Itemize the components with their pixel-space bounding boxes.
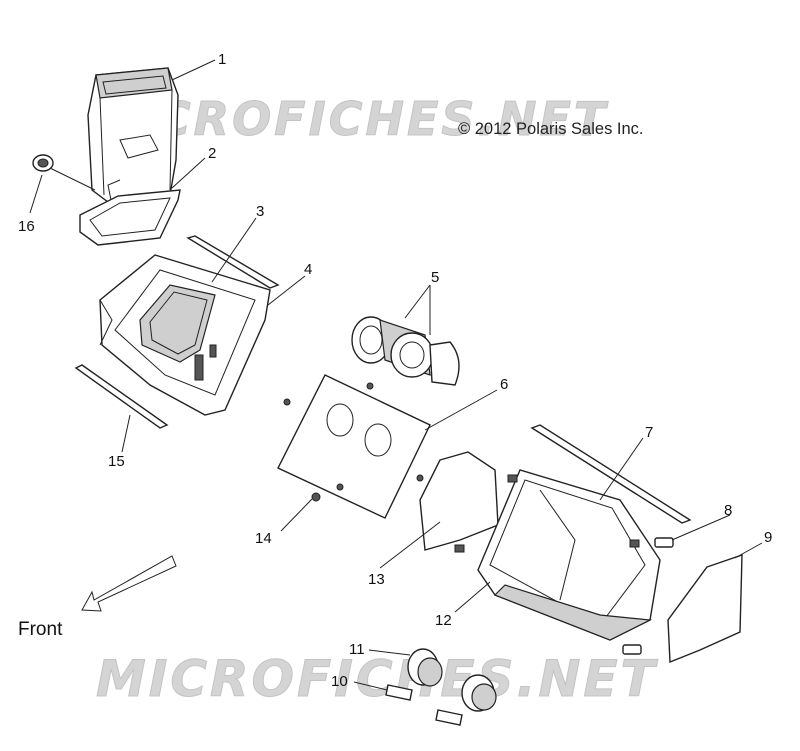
- callout-10: 10: [331, 673, 348, 690]
- callout-6: 6: [500, 376, 508, 393]
- callout-16: 16: [18, 218, 35, 235]
- part-15-seal-strip: [74, 364, 169, 429]
- part-1-intake-duct: [87, 67, 179, 206]
- callout-13: 13: [368, 571, 385, 588]
- part-6-mounting-plate: [277, 374, 431, 519]
- callout-8: 8: [724, 502, 732, 519]
- part-7-filter-element: [530, 424, 692, 524]
- part-9-side-foam: [667, 554, 743, 664]
- callout-9: 9: [764, 529, 772, 546]
- part-13-foam: [419, 451, 499, 551]
- callout-1: 1: [218, 51, 226, 68]
- callout-11: 11: [349, 641, 365, 658]
- callout-14: 14: [255, 530, 272, 547]
- front-direction-arrow: [81, 555, 177, 612]
- part-4-airbox-lid: [99, 254, 271, 416]
- callout-4: 4: [304, 261, 312, 278]
- part-12-airbox-base: [454, 469, 661, 641]
- copyright-notice: © 2012 Polaris Sales Inc.: [458, 120, 644, 138]
- part-2-gasket: [79, 189, 181, 246]
- watermark-bottom: MICROFICHES.NET: [96, 650, 658, 709]
- callout-numbers: 1 2 3 4 5 6 7 8 9 10 11 12 13 14 15 16: [18, 51, 772, 690]
- callout-12: 12: [435, 612, 452, 629]
- callout-7: 7: [645, 424, 653, 441]
- leader-lines: [29, 59, 763, 691]
- front-label: Front: [18, 619, 63, 640]
- callout-2: 2: [208, 145, 216, 162]
- part-10-clamps: [385, 684, 463, 726]
- part-5-intake-boots: [351, 316, 460, 386]
- callout-15: 15: [108, 453, 125, 470]
- callout-5: 5: [431, 269, 439, 286]
- part-3-filter-pad: [186, 235, 280, 289]
- callout-3: 3: [256, 203, 264, 220]
- part-16-clamp: [32, 154, 96, 191]
- part-14-screw: [311, 492, 321, 502]
- part-11-outlet-boots: [407, 648, 497, 712]
- part-8-grommet: [622, 537, 674, 655]
